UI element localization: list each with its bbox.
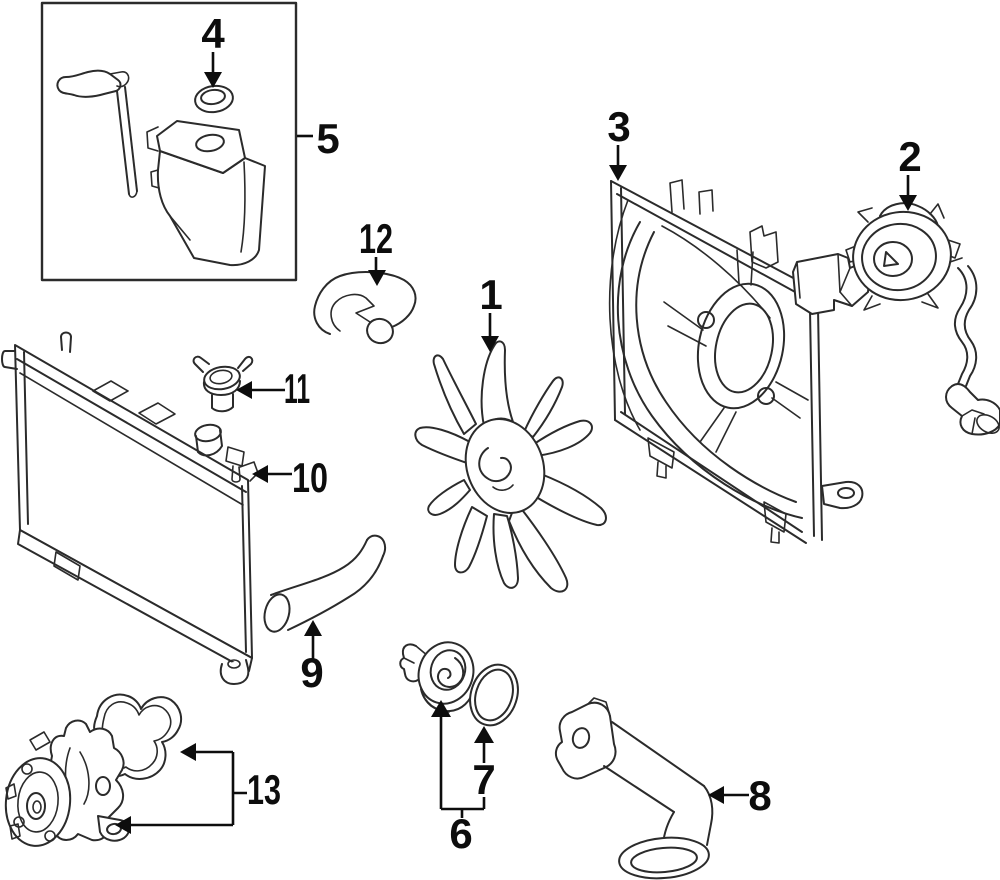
callout-4: 4 — [201, 10, 225, 88]
callout-8-label: 8 — [748, 772, 771, 819]
callout-10-label: 10 — [292, 454, 328, 501]
callout-11: 11 — [236, 365, 310, 412]
callout-10: 10 — [252, 454, 328, 501]
radiator-cap — [192, 355, 254, 413]
callout-9-arrowhead — [304, 620, 322, 636]
thermostat-o-ring — [469, 663, 519, 727]
callout-1-arrowhead — [481, 336, 499, 352]
callout-1: 1 — [479, 271, 503, 352]
overflow-hose — [313, 271, 417, 345]
callout-6-label: 6 — [449, 810, 472, 857]
callout-2-arrowhead — [899, 195, 917, 211]
water-inlet-pipe — [554, 697, 714, 880]
callout-6: 6 — [431, 700, 484, 857]
lower-hose — [263, 534, 387, 633]
callout-3-arrowhead — [609, 165, 627, 181]
callout-11-arrowhead — [236, 381, 252, 399]
fan-blade — [414, 340, 607, 593]
callout-7-label: 7 — [472, 756, 495, 803]
callout-7: 7 — [472, 726, 496, 809]
callout-4-arrowhead — [204, 72, 222, 88]
callout-4-label: 4 — [201, 10, 225, 57]
reservoir-hose — [56, 69, 138, 198]
callout-8: 8 — [708, 772, 772, 819]
callout-3-label: 3 — [607, 103, 630, 150]
callout-2-label: 2 — [898, 133, 921, 180]
water-pump — [4, 719, 130, 847]
callout-13-label: 13 — [247, 766, 281, 813]
callout-13: 13 — [115, 743, 281, 834]
callout-5-label: 5 — [316, 115, 339, 162]
callout-3: 3 — [607, 103, 631, 181]
reservoir-cap — [194, 84, 234, 114]
callout-12-label: 12 — [359, 215, 393, 262]
fan-shroud — [608, 179, 871, 544]
reservoir-tank — [146, 120, 266, 267]
callout-10-arrowhead — [252, 465, 268, 483]
reservoir-box — [40, 1, 298, 282]
callout-13-arrowhead-gasket — [180, 743, 196, 761]
callout-5: 5 — [297, 115, 340, 162]
callout-2: 2 — [898, 133, 922, 211]
radiator — [1, 331, 259, 685]
callout-12-arrowhead — [368, 270, 386, 286]
callout-8-arrowhead — [708, 786, 724, 804]
callout-13-arrowhead-pump — [115, 816, 131, 834]
fan-motor — [845, 202, 1000, 436]
callout-1-label: 1 — [479, 271, 502, 318]
callout-6-leader — [439, 717, 484, 818]
callout-6-arrowhead — [431, 700, 451, 717]
callout-12: 12 — [359, 215, 393, 286]
callout-9-label: 9 — [300, 649, 323, 696]
callout-13-leader — [130, 750, 247, 827]
callout-11-label: 11 — [284, 365, 310, 412]
callout-9: 9 — [300, 620, 324, 696]
callout-7-arrowhead — [474, 726, 494, 743]
